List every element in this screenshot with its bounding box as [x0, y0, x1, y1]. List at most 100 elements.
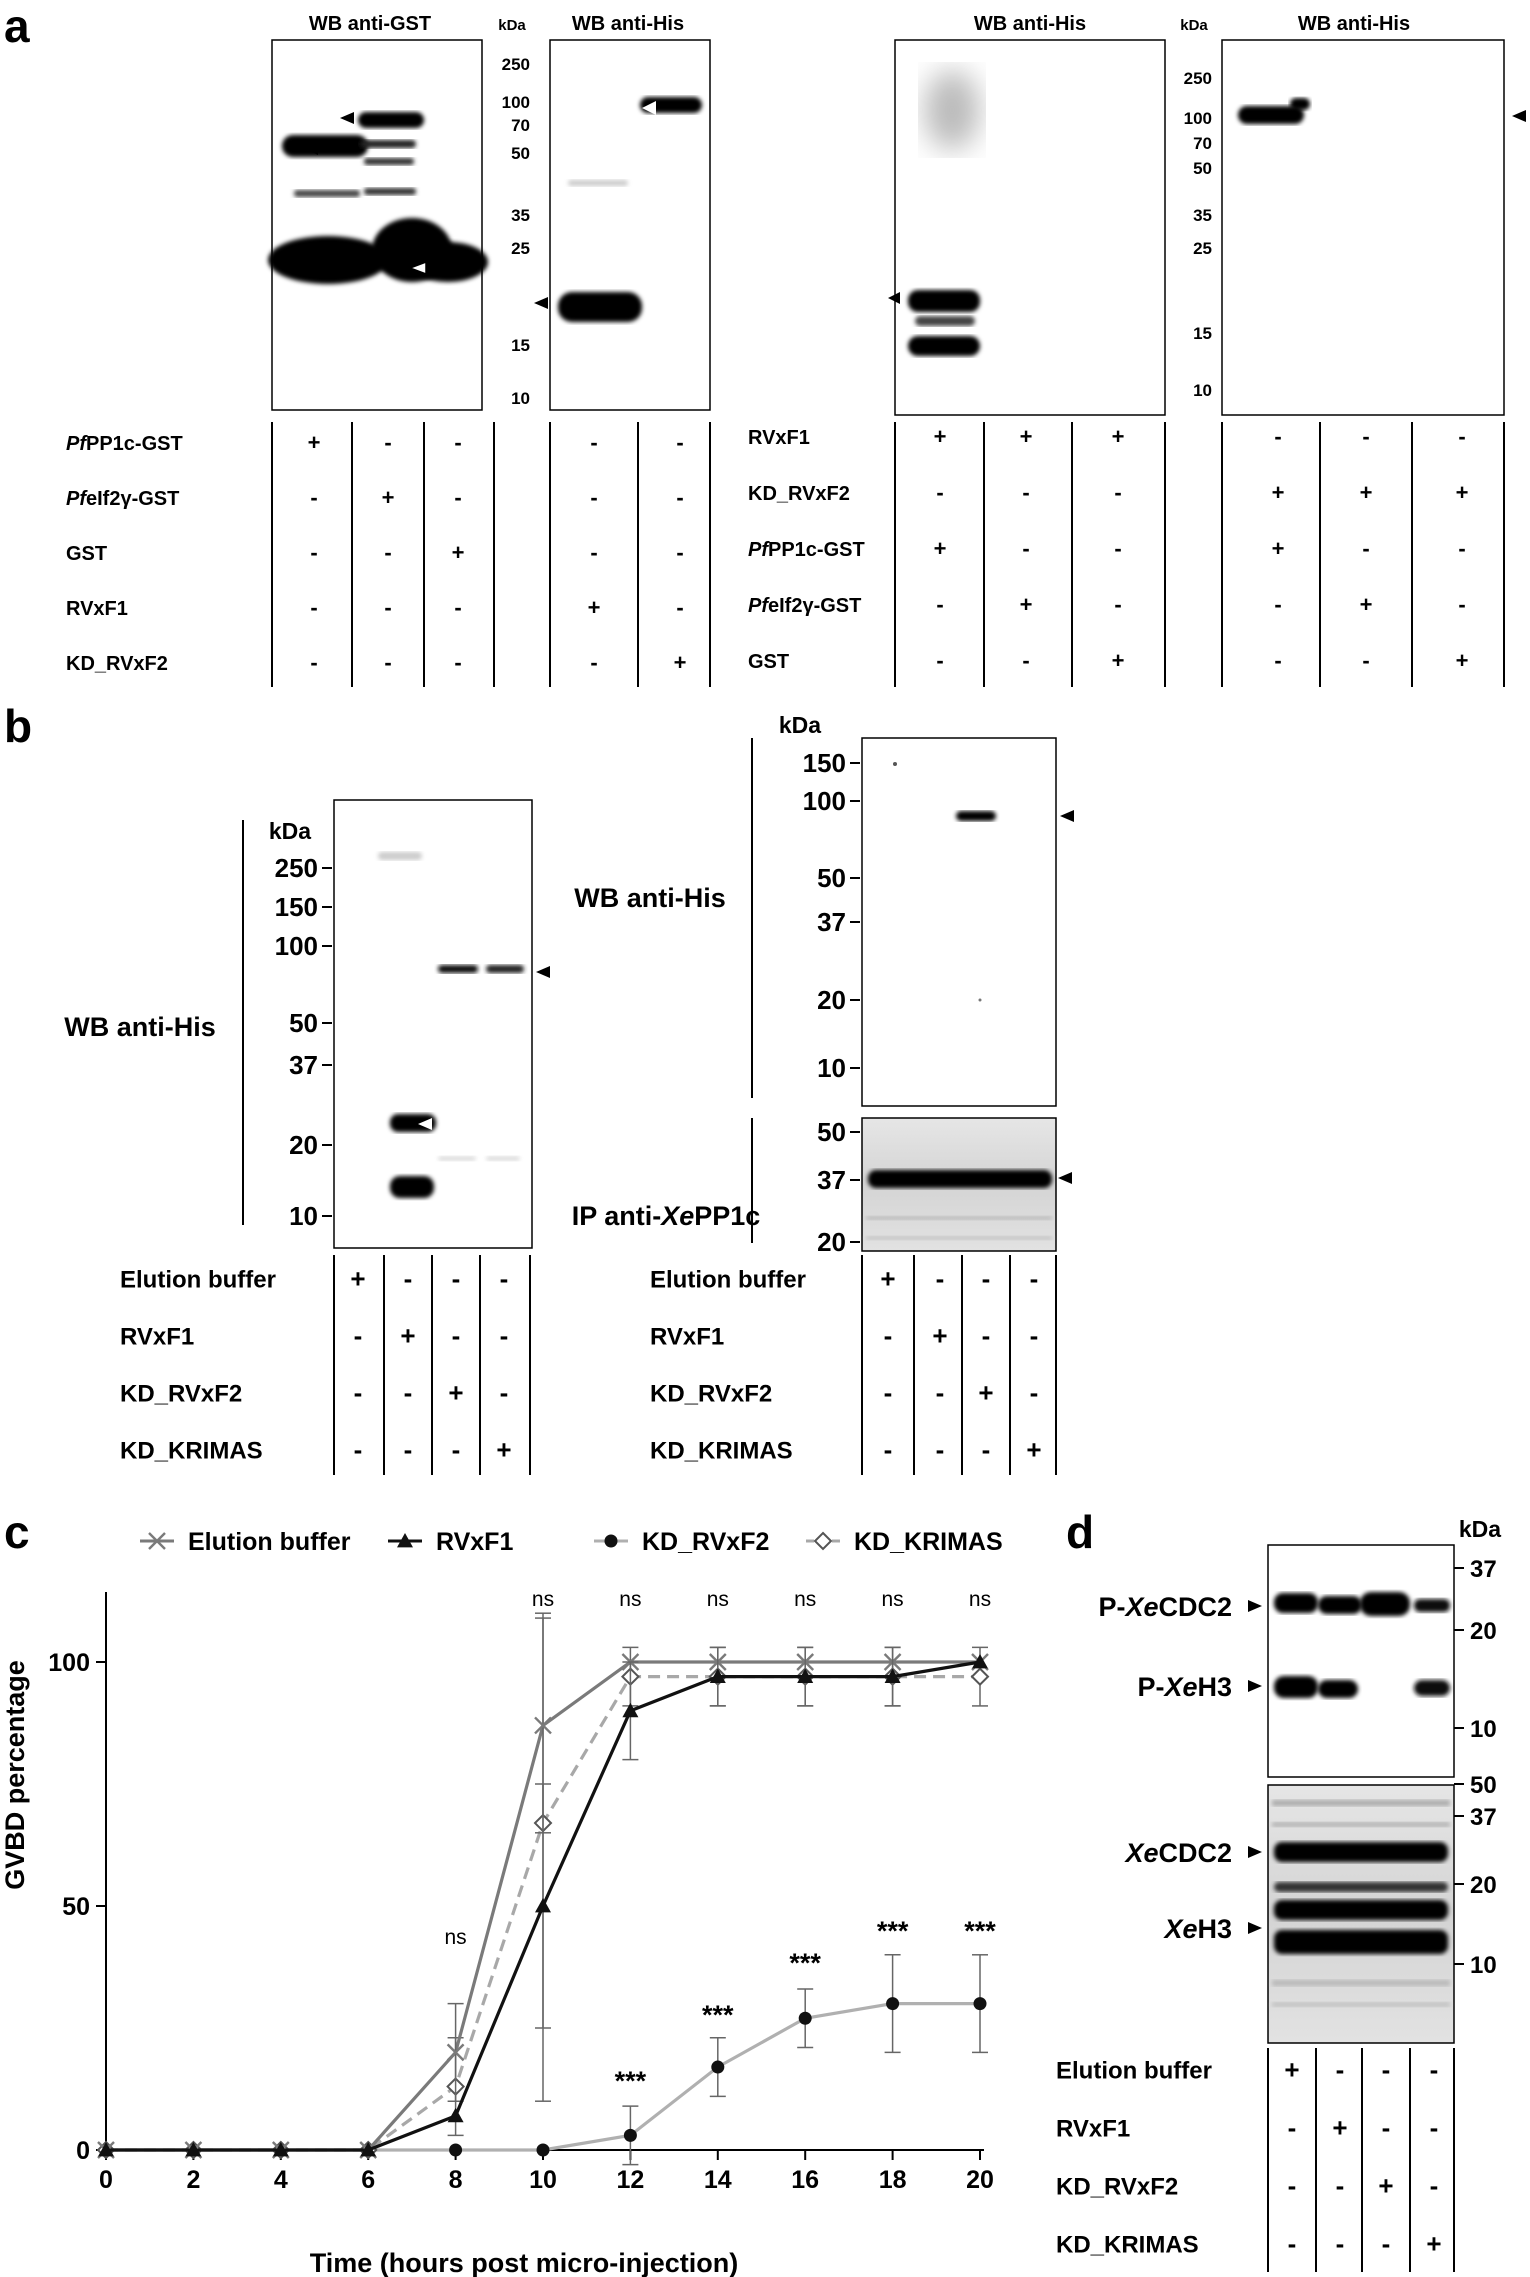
- marker-label: 250: [1184, 69, 1212, 88]
- row-label: RVxF1: [1056, 2115, 1130, 2142]
- row-cell: -: [982, 1434, 991, 1464]
- row-cell: +: [1378, 2170, 1393, 2200]
- row-cell: -: [936, 1263, 945, 1293]
- blot-anti-his-a2: [888, 39, 1166, 416]
- row-cell: -: [884, 1434, 893, 1464]
- marker-label: 50: [511, 144, 530, 163]
- row-cell: +: [382, 485, 395, 510]
- row-cell: -: [452, 1434, 461, 1464]
- marker-label: 150: [275, 892, 318, 922]
- row-cell: -: [454, 485, 461, 510]
- row-cell: +: [1026, 1434, 1041, 1464]
- row-cell: +: [934, 424, 947, 449]
- row-cell: -: [1382, 2112, 1391, 2142]
- marker-label: 50: [1193, 159, 1212, 178]
- row-cell: -: [1430, 2170, 1439, 2200]
- row-cell: +: [880, 1263, 895, 1293]
- marker-label: 25: [511, 239, 530, 258]
- row-cell: +: [496, 1434, 511, 1464]
- chart-series: [96, 1612, 990, 2166]
- marker-label: 70: [511, 116, 530, 135]
- row-label: KD_RVxF2: [66, 653, 168, 675]
- row-cell: +: [674, 650, 687, 675]
- kda-unit-b2: kDa: [779, 712, 821, 738]
- band-label-prefix: P-: [1098, 1592, 1125, 1622]
- row-cell: -: [676, 485, 683, 510]
- x-tick-label: 14: [704, 2166, 732, 2194]
- legend-label: RVxF1: [436, 1528, 513, 1556]
- row-label: PfeIf2γ-GST: [66, 488, 179, 510]
- row-cell: -: [1274, 648, 1281, 673]
- row-cell: +: [1272, 480, 1285, 505]
- row-cell: +: [448, 1377, 463, 1407]
- row-cell: -: [982, 1320, 991, 1350]
- row-cell: -: [454, 595, 461, 620]
- blot-title-anti-his-a3: WB anti-His: [1298, 13, 1410, 35]
- annotation-ns: ns: [619, 1588, 641, 1611]
- marker-label: 10: [817, 1053, 846, 1083]
- data-point: [446, 2043, 465, 2062]
- panel-letter-d: d: [1066, 1506, 1094, 1558]
- row-label: Elution buffer: [650, 1266, 806, 1293]
- y-axis-label: GVBD percentage: [0, 1660, 30, 1890]
- marker-label: 100: [803, 786, 846, 816]
- band-label-italic: Xe: [1162, 1914, 1197, 1944]
- marker-label: 10: [289, 1201, 318, 1231]
- row-cell: -: [1274, 592, 1281, 617]
- row-cell: -: [452, 1263, 461, 1293]
- row-label: RVxF1: [748, 427, 810, 449]
- band-label-italic: Xe: [1162, 1672, 1197, 1702]
- band-arrow: [1248, 1846, 1262, 1858]
- data-point: [272, 2142, 289, 2157]
- legend-label: KD_RVxF2: [642, 1528, 769, 1556]
- marker-label: 10: [1470, 1952, 1497, 1979]
- data-point: [798, 2011, 812, 2025]
- annotation-significance: ***: [964, 1916, 996, 1946]
- data-point: [449, 2143, 463, 2157]
- x-axis-label: Time (hours post micro-injection): [310, 2248, 739, 2277]
- marker-label: 50: [817, 1117, 846, 1147]
- band-label-italic: Xe: [1123, 1838, 1158, 1868]
- row-cell: -: [982, 1263, 991, 1293]
- row-label: KD_KRIMAS: [1056, 2231, 1199, 2258]
- row-label: Elution buffer: [120, 1266, 276, 1293]
- x-tick-label: 10: [529, 2166, 557, 2194]
- panel-letter-c: c: [4, 1506, 30, 1558]
- data-point: [536, 2143, 550, 2157]
- blot-d-bottom: [1267, 1784, 1455, 2044]
- annotation-ns: ns: [445, 1926, 467, 1949]
- row-label-text: PP1c-GST: [768, 539, 865, 561]
- data-point: [535, 1898, 551, 1913]
- marker-label: 250: [502, 55, 530, 74]
- kda-unit-a2: kDa: [1180, 17, 1208, 34]
- row-cell: +: [1360, 480, 1373, 505]
- row-label-text: RVxF1: [748, 427, 810, 449]
- x-tick-label: 2: [186, 2166, 200, 2194]
- row-cell: -: [1362, 648, 1369, 673]
- x-tick-label: 20: [966, 2166, 994, 2194]
- row-cell: -: [1362, 536, 1369, 561]
- row-label: PfPP1c-GST: [66, 433, 183, 455]
- row-label: GST: [66, 543, 107, 565]
- row-cell: -: [936, 648, 943, 673]
- row-cell: +: [1112, 648, 1125, 673]
- row-cell: -: [500, 1377, 509, 1407]
- row-cell: +: [932, 1320, 947, 1350]
- row-cell: -: [936, 480, 943, 505]
- marker-label: 20: [817, 985, 846, 1015]
- row-cell: -: [454, 430, 461, 455]
- row-label: KD_KRIMAS: [120, 1437, 263, 1464]
- marker-label: 20: [289, 1130, 318, 1160]
- kda-unit-a1: kDa: [498, 17, 526, 34]
- row-cell: -: [404, 1377, 413, 1407]
- legend-marker: [813, 1531, 833, 1551]
- row-cell: -: [936, 592, 943, 617]
- data-point: [711, 2060, 725, 2074]
- band-label-italic: Xe: [1123, 1592, 1158, 1622]
- x-tick-label: 16: [791, 2166, 819, 2194]
- marker-label: 100: [1184, 109, 1212, 128]
- row-cell: -: [1458, 592, 1465, 617]
